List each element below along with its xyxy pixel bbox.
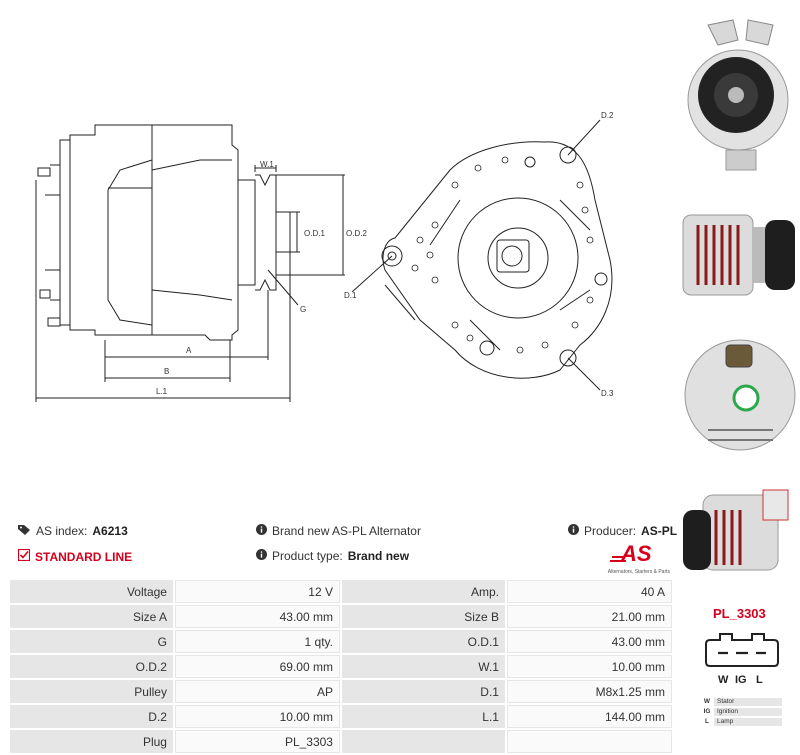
plug-connector-diagram: W IG L [705,633,779,686]
legend-key: L [700,718,714,725]
pin-w: W [718,674,729,686]
label-a: A [186,346,192,355]
legend-row: IG Ignition [700,707,782,717]
spec-value: 69.00 mm [174,655,340,678]
info-icon [256,524,267,538]
spec-label: Size B [341,605,505,628]
pin-l: L [756,674,763,686]
info-icon [256,549,267,563]
spec-value: 10.00 mm [174,705,340,728]
spec-label: D.1 [341,680,505,703]
spec-label: Voltage [10,580,173,603]
product-type-label: Product type: [272,549,343,563]
photo-side [682,214,795,296]
standard-line-label: STANDARD LINE [35,549,133,564]
product-type-value: Brand new [347,549,410,563]
info-icon [568,524,579,538]
spec-value: 43.00 mm [506,630,672,653]
spec-value: 1 qty. [174,630,340,653]
product-photos [678,0,800,600]
producer: Producer: AS-PL [568,524,677,538]
spec-value: M8x1.25 mm [506,680,672,703]
spec-value: 43.00 mm [174,605,340,628]
label-w1: W.1 [260,160,274,169]
spec-value: 40 A [506,580,672,603]
legend-key: IG [700,708,714,715]
spec-value: AP [174,680,340,703]
side-view-body [69,124,239,341]
spec-label: G [10,630,173,653]
spec-label: O.D.2 [10,655,173,678]
as-index-label: AS index: [36,524,88,538]
as-index-value: A6213 [92,524,128,538]
spec-value: 12 V [174,580,340,603]
spec-value: 10.00 mm [506,655,672,678]
photo-front [687,19,789,171]
spec-label: L.1 [341,705,505,728]
pin-ig: IG [735,674,747,686]
spec-label: W.1 [341,655,505,678]
legend-row: L Lamp [700,717,782,727]
brand-info: Brand new AS-PL Alternator [256,524,421,538]
as-index: AS index: A6213 [18,524,128,538]
legend-value: Stator [714,697,782,706]
logo-mark-icon: AS [610,541,652,566]
label-d2: D.2 [601,111,614,120]
product-type: Product type: Brand new [256,549,409,563]
standard-line: STANDARD LINE [17,548,133,564]
spec-value: PL_3303 [174,730,340,753]
brand-text: Brand new AS-PL Alternator [272,524,421,538]
as-pl-logo: AS Alternators, Starters & Parts [606,540,670,575]
legend-value: Ignition [714,707,782,716]
spec-label: O.D.1 [341,630,505,653]
label-l1: L.1 [156,387,168,396]
spec-label: Plug [10,730,173,753]
photo-top [683,489,789,571]
checkbox-icon [17,548,31,564]
label-od1: O.D.1 [304,229,325,238]
logo-tagline: Alternators, Starters & Parts [607,569,670,575]
technical-drawing: W.1 O.D.1 O.D.2 G A B L.1 D.2 D.3 D.1 [35,111,614,402]
plug-legend: W Stator IG Ignition L Lamp [700,697,782,727]
spec-value: 144.00 mm [506,705,672,728]
legend-value: Lamp [714,717,782,726]
spec-label: Amp. [341,580,505,603]
plug-title: PL_3303 [713,606,766,621]
label-d3: D.3 [601,389,614,398]
spec-label: D.2 [10,705,173,728]
photo-rear [684,339,796,451]
front-view [351,119,613,391]
label-od2: O.D.2 [346,229,367,238]
producer-value: AS-PL [641,524,678,538]
spec-label [341,730,505,753]
legend-row: W Stator [700,697,782,707]
spec-label: Pulley [10,680,173,703]
legend-key: W [700,698,714,705]
spec-label: Size A [10,605,173,628]
label-b: B [164,367,169,376]
spec-value: 21.00 mm [506,605,672,628]
label-d1: D.1 [344,291,357,300]
tag-icon [18,524,31,538]
spec-value [506,730,672,753]
label-g: G [300,305,306,314]
producer-label: Producer: [584,524,637,538]
